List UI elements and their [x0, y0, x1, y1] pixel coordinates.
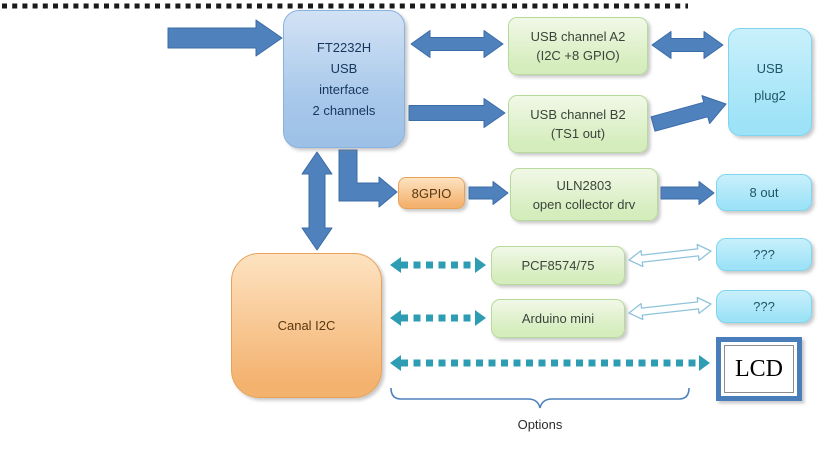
node-pcf8574: PCF8574/75	[491, 246, 625, 285]
node-canal-i2c: Canal I2C	[231, 253, 382, 398]
node-ft2232h: FT2232H USB interface 2 channels	[283, 10, 405, 148]
usb-a2-to-plug2-arrow	[651, 31, 724, 59]
options-label: Options	[517, 417, 563, 432]
node-label: USB	[330, 61, 358, 76]
gpio8-to-uln2803-arrow	[468, 181, 509, 205]
node-label: LCD	[735, 355, 783, 382]
node-label: ???	[753, 299, 775, 314]
canal-to-arduino-arrow-head-left	[390, 310, 401, 326]
node-usb-plug2: USB plug2	[728, 28, 812, 136]
node-label: PCF8574/75	[521, 258, 595, 273]
canal-to-pcf-arrow-head-left	[390, 257, 401, 273]
node-label: Arduino mini	[521, 311, 595, 326]
node-label: Canal I2C	[277, 318, 336, 333]
canal-to-arduino-arrow-head-right	[475, 310, 486, 326]
node-usb-channel-b2: USB channel B2 (TS1 out)	[508, 95, 648, 153]
canal-to-lcd-arrow-head-right	[699, 355, 710, 371]
node-8gpio: 8GPIO	[398, 177, 465, 209]
node-label: open collector drv	[532, 196, 636, 212]
entry-arrow	[167, 19, 283, 57]
node-uln2803: ULN2803 open collector drv	[510, 168, 658, 221]
pcf-to-unknown1-arrow	[628, 243, 712, 268]
options-brace	[390, 387, 690, 409]
node-lcd: LCD	[716, 337, 802, 401]
node-label: 8GPIO	[411, 185, 452, 201]
node-unknown-2: ???	[716, 290, 812, 323]
ft-to-usb-a2-arrow	[410, 30, 504, 58]
canal-to-pcf-arrow-head-right	[475, 257, 486, 273]
node-label: (TS1 out)	[550, 126, 606, 141]
uln2803-to-8out-arrow	[660, 181, 715, 205]
ft-to-usb-b2-arrow	[408, 98, 506, 128]
node-label: USB	[756, 61, 784, 76]
node-label: FT2232H	[316, 40, 372, 55]
ft-to-gpio8-elbow-arrow	[338, 149, 398, 208]
usb-b2-to-plug2-arrow	[650, 95, 727, 132]
canal-to-lcd-arrow-head-left	[390, 355, 401, 371]
ft-to-canal-i2c-arrow	[301, 151, 333, 251]
node-label: plug2	[754, 88, 786, 103]
node-arduino-mini: Arduino mini	[491, 299, 625, 338]
node-label: 8 out	[749, 185, 779, 200]
node-label: (I2C +8 GPIO)	[536, 48, 620, 63]
lcd-screen: LCD	[724, 345, 794, 393]
arduino-to-unknown2-arrow	[628, 296, 712, 321]
node-label: interface	[319, 82, 369, 97]
node-label: USB channel A2	[530, 29, 626, 44]
node-8out: 8 out	[716, 174, 812, 211]
node-label: ULN2803	[556, 177, 612, 193]
node-label: USB channel B2	[530, 107, 626, 122]
node-usb-channel-a2: USB channel A2 (I2C +8 GPIO)	[508, 17, 648, 75]
node-unknown-1: ???	[716, 238, 812, 271]
node-label: ???	[753, 247, 775, 262]
node-label: 2 channels	[312, 103, 376, 118]
